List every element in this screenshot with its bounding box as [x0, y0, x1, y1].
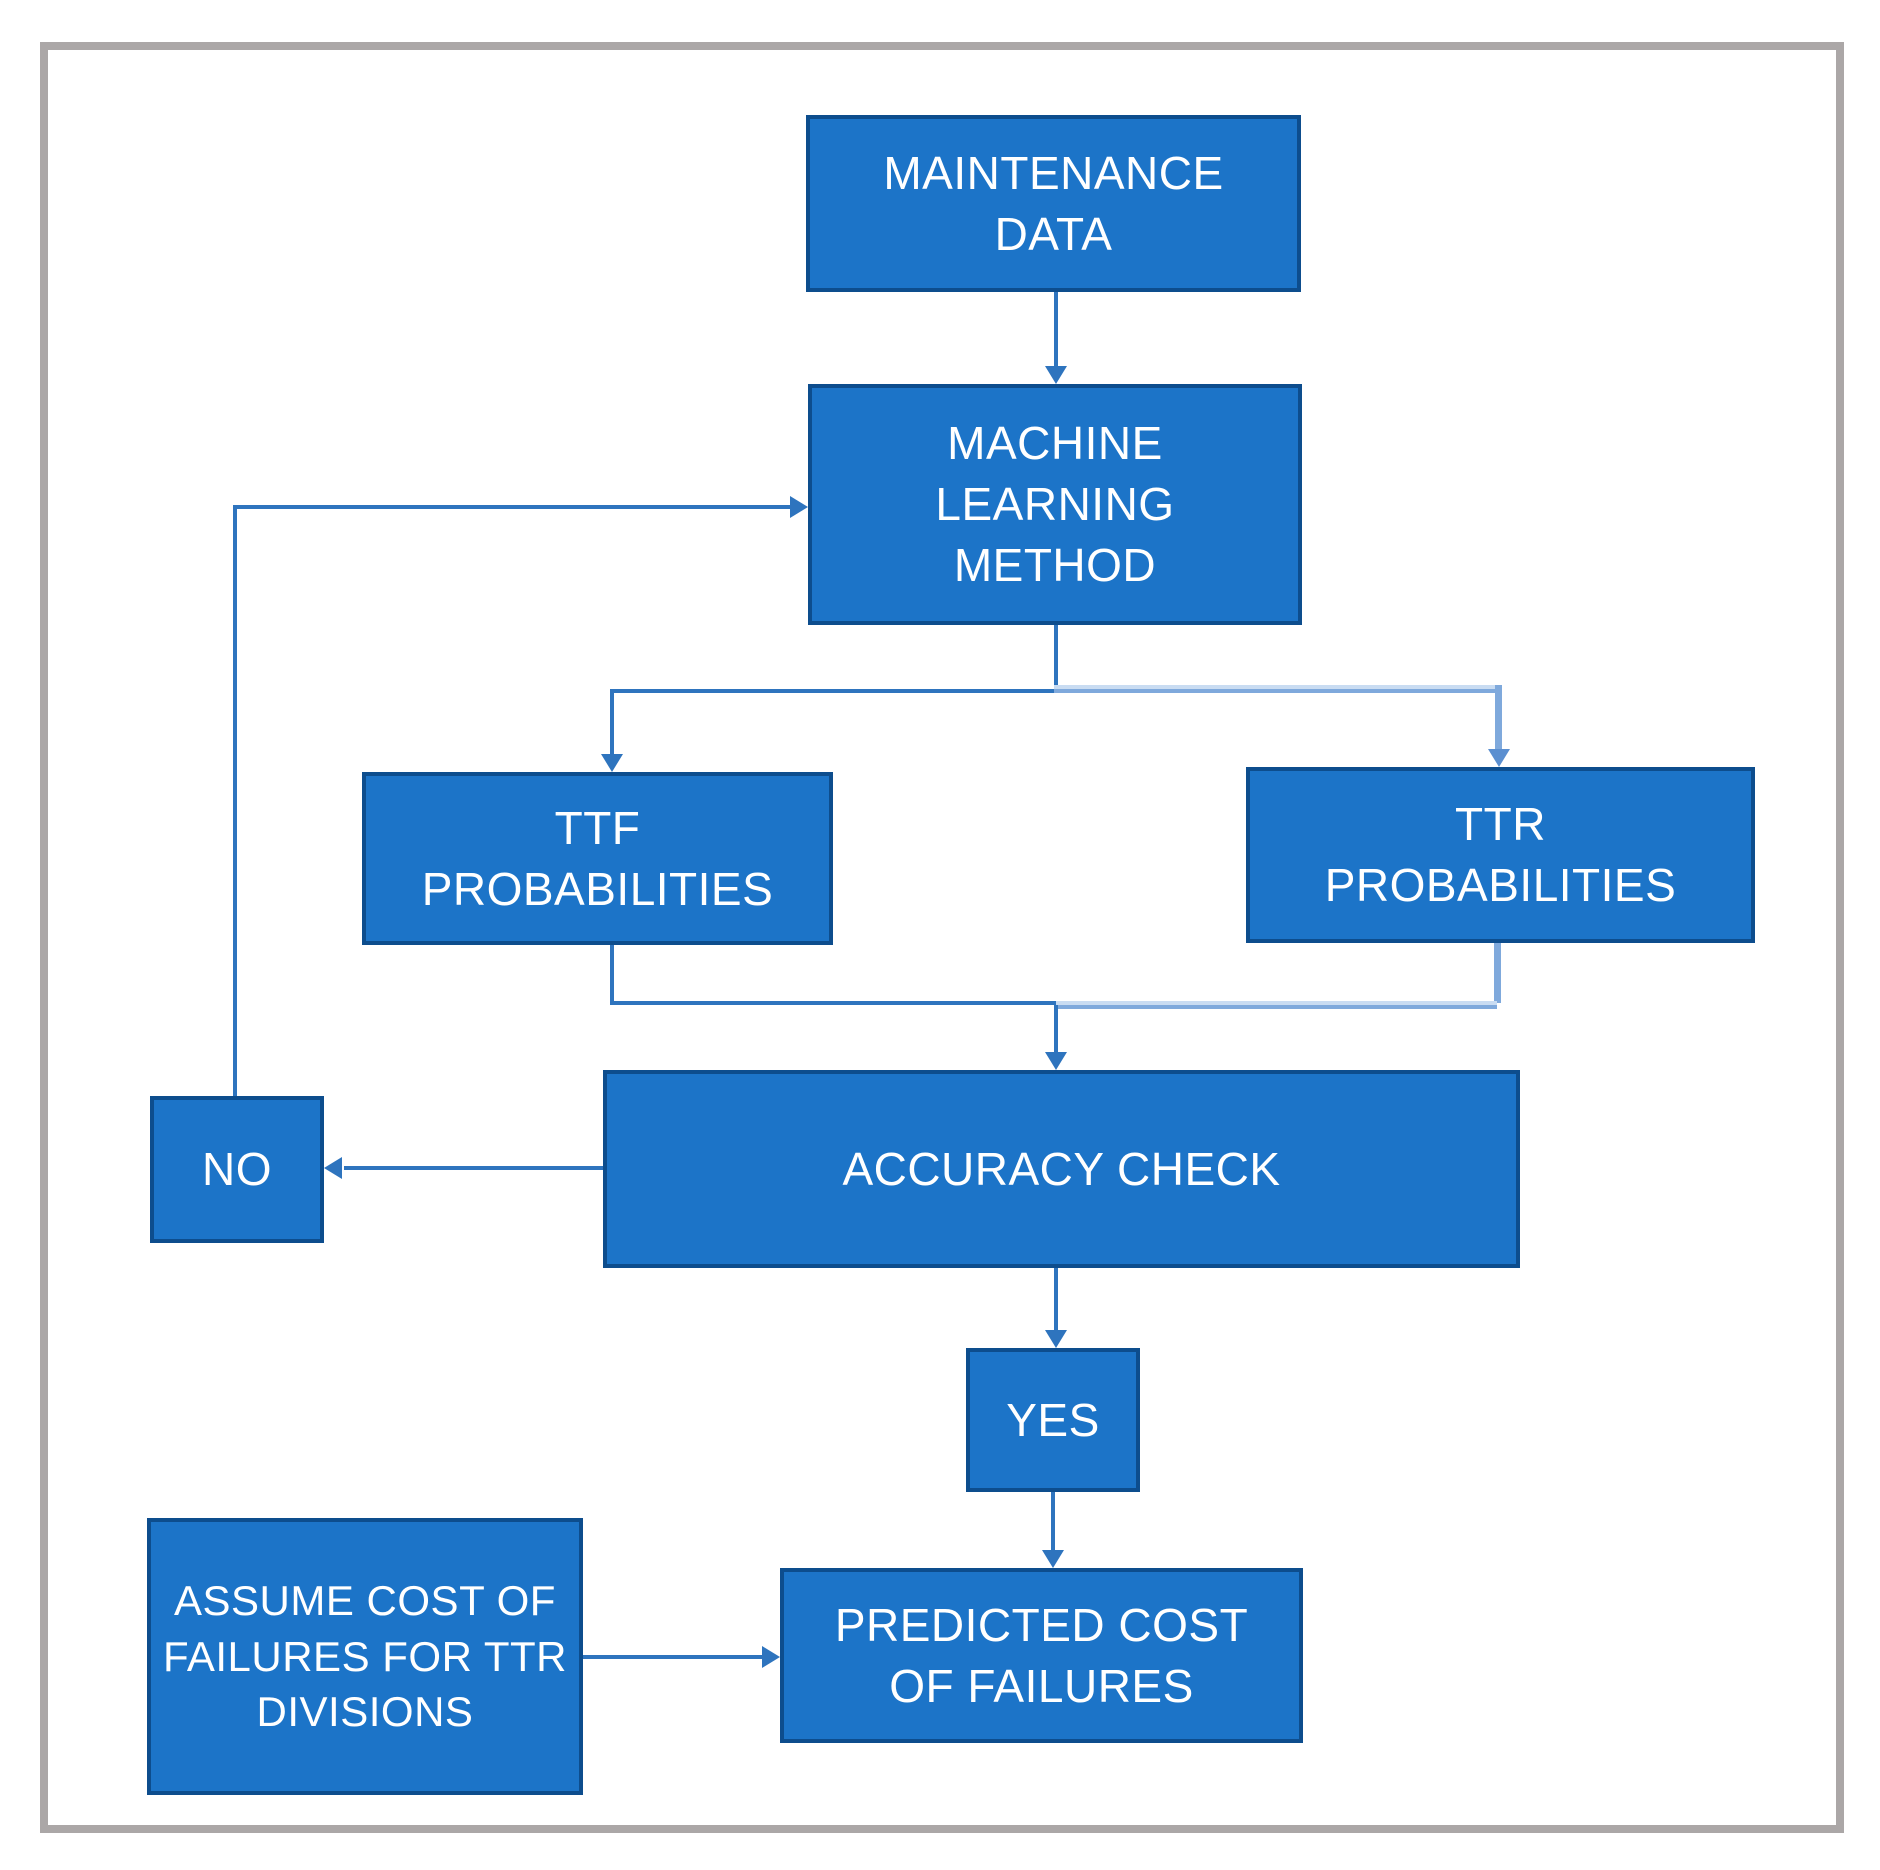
edge-split-left-horizontal	[610, 689, 1056, 693]
node-no-label: NO	[202, 1143, 272, 1196]
edge-yes-to-predicted-line	[1051, 1492, 1055, 1550]
edge-ml-stem-line	[1054, 625, 1058, 691]
arrowhead-into-accuracy	[1045, 1052, 1067, 1070]
edge-assume-to-predicted-line	[583, 1655, 762, 1659]
edge-merge-right-horizontal	[1056, 1001, 1497, 1009]
edge-maintenance-to-ml-line	[1054, 292, 1058, 366]
node-predicted-cost: PREDICTED COST OF FAILURES	[780, 1568, 1303, 1743]
node-maintenance-data-label: MAINTENANCE DATA	[883, 146, 1224, 260]
edge-no-loop-horizontal	[233, 505, 790, 509]
arrowhead-into-ttr	[1488, 749, 1510, 767]
node-ttf-probabilities-label: TTF PROBABILITIES	[421, 801, 774, 915]
arrowhead-into-ml-top	[1045, 366, 1067, 384]
edge-split-right-horizontal	[1054, 685, 1499, 693]
node-yes-label: YES	[1006, 1393, 1100, 1446]
arrowhead-loop-into-ml	[790, 496, 808, 518]
edge-merge-stem-line	[1054, 1005, 1058, 1052]
edge-split-left-vertical	[610, 689, 614, 754]
node-machine-learning-method-label: MACHINE LEARNING METHOD	[935, 417, 1175, 591]
node-ttr-probabilities: TTR PROBABILITIES	[1246, 767, 1755, 943]
node-accuracy-check: ACCURACY CHECK	[603, 1070, 1520, 1268]
node-assume-cost-label: ASSUME COST OF FAILURES FOR TTR DIVISION…	[163, 1577, 567, 1736]
arrowhead-into-predicted-left	[762, 1646, 780, 1668]
node-maintenance-data: MAINTENANCE DATA	[806, 115, 1301, 292]
node-ttr-probabilities-label: TTR PROBABILITIES	[1324, 798, 1677, 911]
arrowhead-into-yes	[1045, 1330, 1067, 1348]
arrowhead-into-predicted-top	[1042, 1550, 1064, 1568]
edge-ttf-down-line	[610, 945, 614, 1003]
edge-accuracy-to-no-line	[344, 1166, 603, 1170]
node-yes: YES	[966, 1348, 1140, 1492]
edge-ttr-down-line	[1494, 943, 1501, 1003]
edge-no-loop-vertical	[233, 505, 237, 1096]
node-accuracy-check-label: ACCURACY CHECK	[842, 1142, 1281, 1195]
arrowhead-into-ttf	[601, 754, 623, 772]
edge-accuracy-to-yes-line	[1054, 1268, 1058, 1330]
edge-split-right-vertical	[1495, 685, 1502, 749]
edge-merge-left-horizontal	[610, 1001, 1058, 1005]
node-no: NO	[150, 1096, 324, 1243]
node-assume-cost: ASSUME COST OF FAILURES FOR TTR DIVISION…	[147, 1518, 583, 1795]
node-ttf-probabilities: TTF PROBABILITIES	[362, 772, 833, 945]
node-predicted-cost-label: PREDICTED COST OF FAILURES	[834, 1598, 1249, 1712]
arrowhead-into-no	[324, 1157, 342, 1179]
node-machine-learning-method: MACHINE LEARNING METHOD	[808, 384, 1302, 625]
